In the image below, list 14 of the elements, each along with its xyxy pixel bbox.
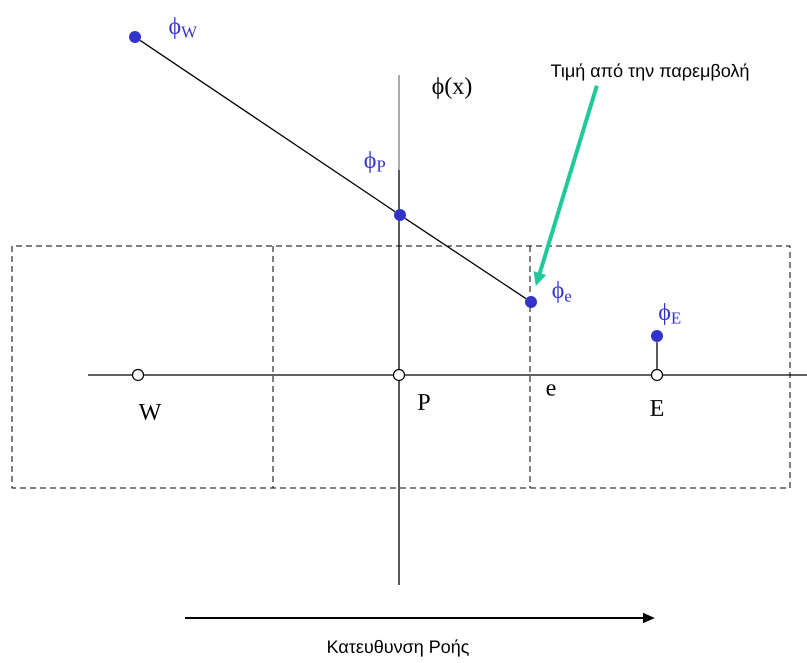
axis-label: ϕ(x): [432, 77, 472, 99]
line-segment: [140, 40, 396, 212]
point-label: ϕ$_{e}$: [552, 281, 572, 303]
point-label: ϕ$_{W}$: [169, 17, 197, 39]
point-label: ϕ$_{P}$: [364, 151, 386, 173]
point-label: E: [650, 400, 664, 416]
line-segment: [656, 342, 658, 369]
point-label: W: [138, 404, 162, 420]
point-label: P: [418, 394, 430, 410]
point-label: ϕ$_{E}$: [659, 303, 680, 325]
callout-text: Τιμή από την παρεμβολή: [550, 63, 748, 81]
line-segment: [404, 218, 526, 300]
flow-direction-label: Κατευθυνση Ροής: [328, 639, 469, 657]
face-label: e: [546, 384, 556, 396]
